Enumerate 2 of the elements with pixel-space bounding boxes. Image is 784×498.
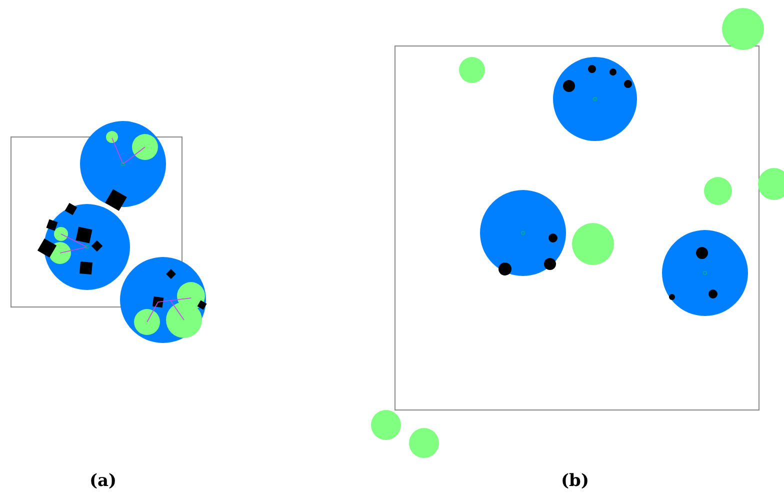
panel-label: (a) <box>89 471 117 491</box>
panel-label: (b) <box>561 471 589 491</box>
